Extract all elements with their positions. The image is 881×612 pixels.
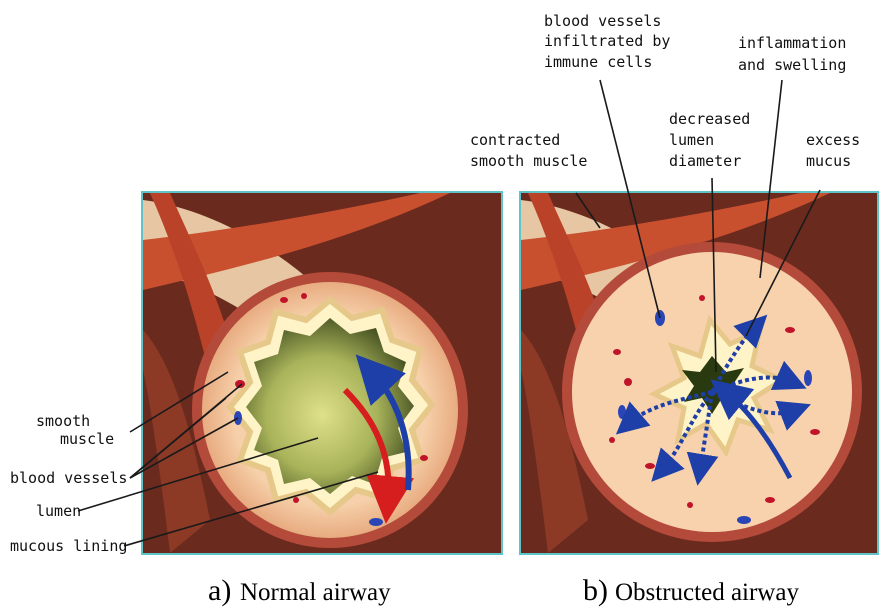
label-contracted-muscle: contracted [470, 131, 560, 149]
caption-a-text: Normal airway [240, 579, 391, 606]
blood-cell [804, 370, 812, 386]
panel-normal-airway [141, 191, 503, 555]
label-blood-vessels: blood vessels [10, 469, 127, 487]
blood-cell [645, 463, 655, 469]
blood-cell [687, 502, 693, 508]
label-vessels-infiltrated: immune cells [544, 53, 652, 71]
label-decreased-lumen: lumen [669, 131, 714, 149]
label-inflammation: inflammation [738, 34, 846, 52]
labels-panel-a: smooth muscle blood vessels lumen mucous… [10, 412, 127, 555]
blood-cell [369, 518, 383, 526]
blood-cell [420, 455, 428, 461]
blood-cell [699, 295, 705, 301]
panel-obstructed-airway [519, 191, 879, 555]
blood-cell [810, 429, 820, 435]
blood-cell [624, 378, 632, 386]
labels-panel-b: blood vessels infiltrated by immune cell… [470, 12, 860, 170]
label-inflammation: and swelling [738, 56, 846, 74]
blood-cell [613, 349, 621, 355]
label-excess-mucus: mucus [806, 152, 851, 170]
label-decreased-lumen: decreased [669, 110, 750, 128]
blood-cell [737, 516, 751, 524]
blood-cell [609, 437, 615, 443]
label-vessels-infiltrated: blood vessels [544, 12, 661, 30]
label-lumen: lumen [36, 502, 81, 520]
blood-cell [765, 497, 775, 503]
label-mucous-lining: mucous lining [10, 537, 127, 555]
label-vessels-infiltrated: infiltrated by [544, 32, 670, 50]
blood-cell [785, 327, 795, 333]
label-decreased-lumen: diameter [669, 152, 741, 170]
blood-cell [280, 297, 288, 303]
blood-cell [618, 405, 626, 419]
caption-b: b) Obstructed airway [583, 574, 799, 607]
blood-cell [235, 380, 245, 388]
caption-b-letter: b) [583, 574, 608, 607]
caption-a-letter: a) [208, 574, 231, 607]
caption-a: a) Normal airway [208, 574, 391, 607]
label-contracted-muscle: smooth muscle [470, 152, 587, 170]
blood-cell [301, 293, 307, 299]
blood-cell [293, 497, 299, 503]
label-smooth-muscle: muscle [60, 430, 114, 448]
label-excess-mucus: excess [806, 131, 860, 149]
caption-b-text: Obstructed airway [615, 579, 799, 606]
label-smooth-muscle: smooth [36, 412, 90, 430]
